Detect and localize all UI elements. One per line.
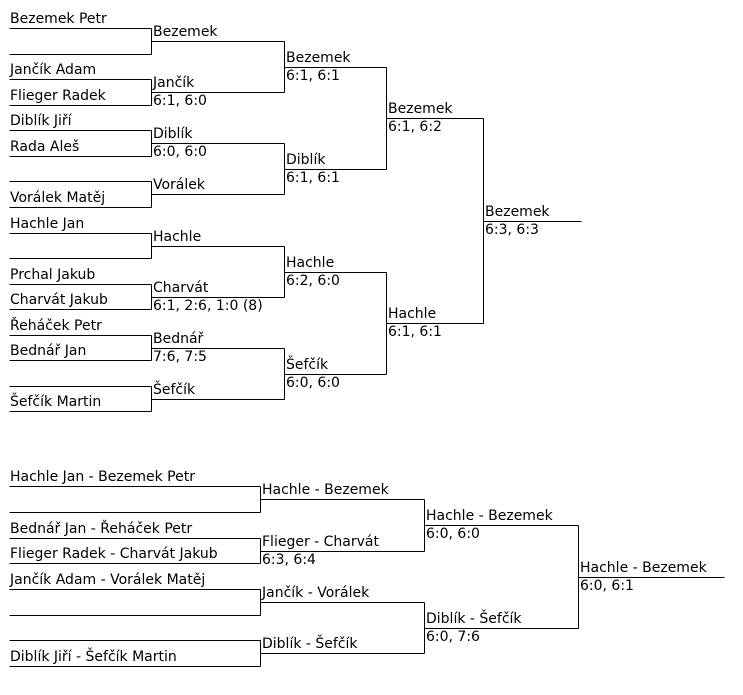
singles-player-name: Bednář — [153, 331, 204, 347]
singles-match-score: 7:6, 7:5 — [153, 349, 207, 365]
doubles-player-name: Hachle - Bezemek — [426, 508, 553, 524]
singles-player-name: Bezemek — [485, 204, 550, 220]
singles-entrant-label: Diblík Jiří — [10, 113, 72, 129]
singles-match-score: 6:1, 2:6, 1:0 (8) — [153, 298, 263, 314]
doubles-entrant-label: Hachle Jan - Bezemek Petr — [10, 469, 195, 485]
doubles-player-name: Diblík - Šefčík — [262, 636, 358, 652]
singles-entrant-label: Jančík Adam — [10, 62, 97, 78]
singles-player-name: Diblík — [286, 152, 326, 168]
singles-player-name: Bezemek — [286, 50, 351, 66]
singles-player-name: Jančík — [153, 75, 195, 91]
singles-match-score: 6:3, 6:3 — [485, 222, 539, 238]
doubles-match-score: 6:0, 6:1 — [580, 578, 634, 594]
singles-entrant-label: Bezemek Petr — [10, 11, 107, 27]
singles-player-name: Bezemek — [153, 24, 218, 40]
singles-entrant-label: Charvát Jakub — [10, 292, 108, 308]
singles-match-score: 6:1, 6:2 — [388, 119, 442, 135]
singles-entrant-label: Hachle Jan — [10, 216, 85, 232]
doubles-entrant-label: Diblík Jiří - Šefčík Martin — [10, 649, 177, 665]
singles-player-name: Vorálek — [153, 177, 206, 193]
singles-player-name: Hachle — [286, 255, 335, 271]
singles-entrant-label: Flieger Radek — [10, 88, 106, 104]
doubles-entrant-label: Flieger Radek - Charvát Jakub — [10, 546, 218, 562]
doubles-player-name: Hachle - Bezemek — [262, 482, 389, 498]
doubles-player-name: Flieger - Charvát — [262, 534, 379, 550]
singles-match-score: 6:0, 6:0 — [153, 144, 207, 160]
singles-player-name: Bezemek — [388, 101, 453, 117]
singles-match-score: 6:1, 6:1 — [388, 324, 442, 340]
singles-match-score: 6:1, 6:1 — [286, 170, 340, 186]
singles-player-name: Charvát — [153, 280, 209, 296]
singles-entrant-label: Bednář Jan — [10, 343, 87, 359]
doubles-player-name: Jančík - Vorálek — [262, 585, 370, 601]
singles-player-name: Šefčík — [153, 382, 196, 398]
singles-match-score: 6:1, 6:0 — [153, 93, 207, 109]
singles-match-score: 6:2, 6:0 — [286, 273, 340, 289]
doubles-player-name: Diblík - Šefčík — [426, 611, 522, 627]
doubles-match-score: 6:0, 6:0 — [426, 526, 480, 542]
singles-entrant-label: Vorálek Matěj — [10, 190, 106, 206]
doubles-entrant-label: Bednář Jan - Řeháček Petr — [10, 521, 193, 537]
singles-player-name: Diblík — [153, 126, 193, 142]
singles-entrant-label: Šefčík Martin — [10, 394, 102, 410]
singles-match-score: 6:0, 6:0 — [286, 375, 340, 391]
singles-entrant-label: Prchal Jakub — [10, 267, 96, 283]
singles-entrant-label: Řeháček Petr — [10, 318, 102, 334]
singles-player-name: Šefčík — [286, 357, 329, 373]
doubles-player-name: Hachle - Bezemek — [580, 560, 707, 576]
doubles-match-score: 6:3, 6:4 — [262, 552, 316, 568]
singles-player-name: Hachle — [388, 306, 437, 322]
doubles-entrant-label: Jančík Adam - Vorálek Matěj — [10, 572, 206, 588]
doubles-match-score: 6:0, 7:6 — [426, 629, 480, 645]
singles-entrant-label: Rada Aleš — [10, 139, 80, 155]
singles-player-name: Hachle — [153, 229, 202, 245]
singles-match-score: 6:1, 6:1 — [286, 68, 340, 84]
